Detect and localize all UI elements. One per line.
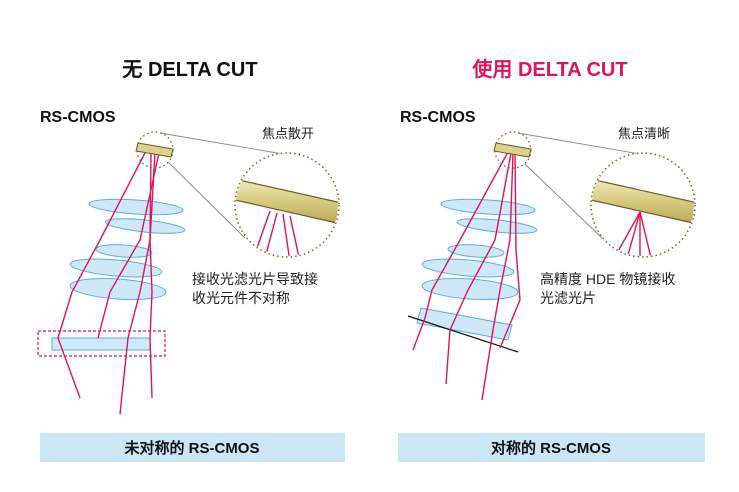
right-ray-1: [412, 151, 509, 351]
left-lens-group: [51, 198, 186, 351]
left-note-line-1: 接收光滤光片导致接: [192, 271, 318, 287]
left-caption: 未对称的 RS-CMOS: [123, 439, 259, 457]
right-note-line-2: 光滤光片: [540, 290, 596, 306]
left-title: 无 DELTA CUT: [122, 59, 257, 81]
right-lens-5: [421, 277, 519, 301]
left-ray-1: [57, 150, 147, 399]
right-caption-banner: [398, 433, 705, 462]
left-ray-4: [97, 152, 160, 339]
right-rays: [412, 151, 521, 401]
left-zoom-label: 焦点散开: [262, 126, 314, 141]
right-zoom-label: 焦点清晰: [618, 126, 670, 141]
right-sensor-label: RS-CMOS: [400, 109, 476, 126]
left-zoom-connector-bottom: [167, 161, 246, 239]
left-filter-highlight-box: [37, 330, 166, 357]
left-lens-3: [95, 244, 153, 258]
right-caption: 对称的 RS-CMOS: [491, 439, 611, 457]
left-zoom-ray-4: [289, 215, 301, 256]
left-zoom-ray-3: [282, 213, 291, 256]
right-zoom-connector-top: [517, 132, 641, 155]
left-rays: [57, 150, 160, 415]
left-sensor-label: RS-CMOS: [40, 109, 116, 126]
left-panel: 无 DELTA CUT RS-CMOS: [37, 59, 345, 462]
left-lens-4: [69, 258, 163, 278]
right-note-line-1: 高精度 HDE 物镜接收: [540, 271, 675, 287]
left-caption-banner: [40, 433, 345, 462]
left-sensor: [135, 142, 174, 158]
right-ray-3: [481, 152, 514, 401]
right-zoom-connector-bottom: [524, 163, 603, 239]
right-panel: 使用 DELTA CUT RS-CMOS: [398, 57, 705, 462]
right-title: 使用 DELTA CUT: [471, 57, 627, 81]
right-filter-axis-line: [407, 315, 519, 353]
left-note-line-2: 收光元件不对称: [192, 290, 290, 306]
right-zoom-ray-4: [639, 211, 653, 256]
right-sensor: [493, 142, 532, 158]
right-lens-4: [421, 258, 515, 278]
left-lens-2: [104, 218, 186, 234]
left-ray-2: [149, 151, 153, 399]
right-zoom-ray-2: [625, 211, 641, 256]
right-ray-2: [445, 152, 512, 385]
right-lens-1: [440, 198, 536, 216]
left-zoom-connector-top: [159, 132, 284, 155]
right-tilted-filter: [416, 307, 513, 341]
left-lens-1: [88, 198, 184, 216]
right-lens-group: [416, 198, 538, 341]
right-ray-4: [499, 152, 521, 349]
left-flat-filter: [51, 337, 151, 351]
left-ray-3: [119, 151, 156, 415]
